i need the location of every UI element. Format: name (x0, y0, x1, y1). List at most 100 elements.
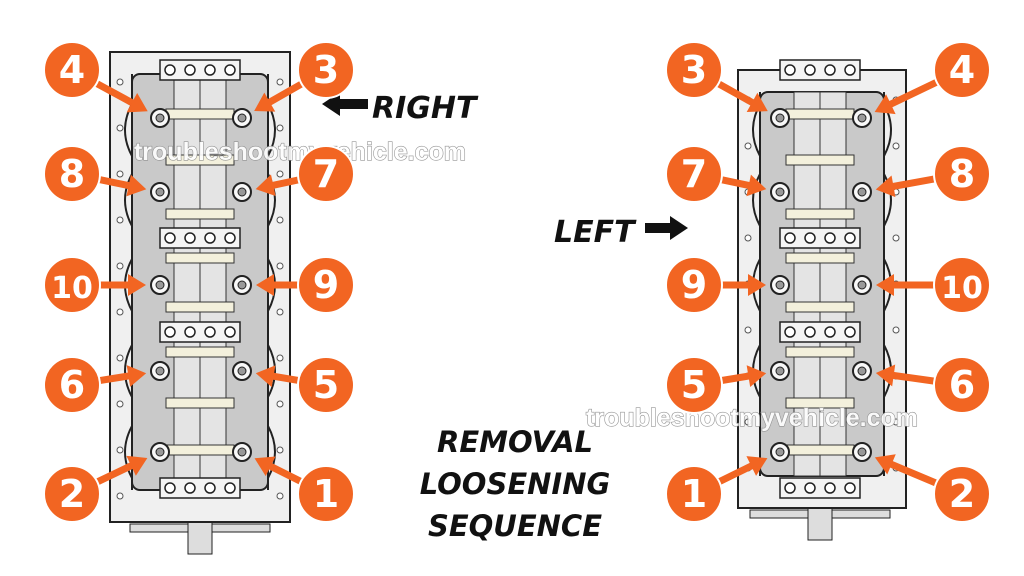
bearing-block-body (779, 59, 861, 81)
sequence-number: 4 (59, 48, 85, 92)
bolt-callout-1: 1 (665, 456, 768, 523)
bearing-bolt (224, 482, 236, 494)
sequence-number-badge (933, 256, 991, 314)
callout-arrow-shaft (882, 78, 939, 111)
callout-arrowhead (255, 365, 276, 388)
edge-hole (116, 216, 124, 224)
edge-hole (116, 262, 124, 270)
head-bolt-center (237, 366, 247, 376)
sequence-number: 4 (949, 48, 975, 92)
bearing-bolt (784, 64, 796, 76)
sequence-number: 5 (681, 363, 707, 407)
sequence-number: 10 (51, 271, 93, 306)
bearing-bolt (844, 64, 856, 76)
cam-bearing-block (159, 59, 241, 81)
callout-arrow-shaft (885, 175, 936, 192)
bolt-callout-5: 5 (665, 356, 767, 414)
edge-hole (276, 354, 284, 362)
bearing-block-body (779, 227, 861, 249)
callout-arrowhead (128, 274, 146, 296)
cam-cap (165, 154, 235, 166)
edge-hole (744, 326, 752, 334)
sequence-number: 7 (313, 152, 339, 196)
edge-hole (892, 326, 900, 334)
bolt-callout-4: 4 (43, 41, 148, 113)
cam-cap (785, 301, 855, 313)
cam-cap (165, 252, 235, 264)
edge-hole (744, 234, 752, 242)
sequence-number: 3 (313, 48, 339, 92)
edge-hole (116, 170, 124, 178)
edge-hole (116, 400, 124, 408)
head-bolt-center (155, 447, 165, 457)
bearing-bolt (804, 232, 816, 244)
bolt-callout-2: 2 (43, 455, 148, 523)
sequence-number: 6 (949, 363, 975, 407)
bearing-block-body (159, 477, 241, 499)
sequence-number-badge (933, 356, 991, 414)
bolt-callout-3: 3 (665, 41, 768, 113)
bolt-callout-9: 9 (665, 256, 766, 314)
bearing-bolt (184, 232, 196, 244)
cam-cap (785, 346, 855, 358)
head-bolt-center (155, 280, 165, 290)
sequence-number-badge (665, 465, 723, 523)
sequence-number-badge (297, 145, 355, 203)
bolt-callout-10: 10 (876, 256, 991, 314)
sequence-number: 9 (681, 263, 707, 307)
bearing-bolt (224, 326, 236, 338)
bearing-bolt (804, 482, 816, 494)
right-cylinder-head (109, 51, 291, 555)
sequence-number-badge (297, 41, 355, 99)
sequence-number-badge (665, 145, 723, 203)
bearing-bolt (824, 64, 836, 76)
bolt-callout-4: 4 (874, 41, 991, 115)
head-bolt-center (237, 113, 247, 123)
callout-arrowhead (874, 454, 896, 475)
edge-hole (116, 354, 124, 362)
edge-hole (892, 142, 900, 150)
callout-arrowhead (748, 274, 766, 296)
edge-hole (276, 446, 284, 454)
edge-hole (276, 308, 284, 316)
caption-line-2: LOOSENING (420, 467, 611, 501)
bearing-bolt (204, 64, 216, 76)
callout-arrowhead (746, 174, 767, 197)
head-bolt-center (775, 113, 785, 123)
cam-bearing-block (779, 227, 861, 249)
callout-arrowhead (126, 174, 147, 197)
edge-hole (116, 124, 124, 132)
sequence-number-badge (43, 465, 101, 523)
head-bolt-center (237, 187, 247, 197)
caption-line-3: SEQUENCE (428, 509, 602, 543)
cam-cap (785, 252, 855, 264)
bolt-callout-8: 8 (43, 145, 147, 203)
bearing-bolt (824, 326, 836, 338)
head-bolt-center (237, 280, 247, 290)
bearing-bolt (804, 64, 816, 76)
bearing-bolt (204, 326, 216, 338)
callout-arrowhead (126, 93, 148, 113)
right-arrow-icon (645, 216, 688, 240)
head-bolt-center (775, 366, 785, 376)
bolt-callout-9: 9 (256, 256, 355, 314)
sequence-number-badge (933, 145, 991, 203)
caption-line-1: REMOVAL (437, 425, 593, 459)
left-side-indicator: LEFT (554, 215, 688, 250)
cam-cap (165, 346, 235, 358)
bearing-bolt (164, 232, 176, 244)
sequence-number-badge (665, 356, 723, 414)
cam-cap (785, 108, 855, 120)
sequence-number: 2 (59, 472, 85, 516)
callout-arrowhead (254, 92, 276, 112)
bearing-bolt (784, 232, 796, 244)
head-bolt-center (857, 447, 867, 457)
bearing-bolt (824, 232, 836, 244)
sequence-number-badge (43, 41, 101, 99)
bearing-bolt (164, 326, 176, 338)
bearing-bolt (204, 232, 216, 244)
bearing-bolt (784, 482, 796, 494)
head-bolt-center (775, 447, 785, 457)
edge-hole (276, 170, 284, 178)
cam-bearing-block (159, 477, 241, 499)
